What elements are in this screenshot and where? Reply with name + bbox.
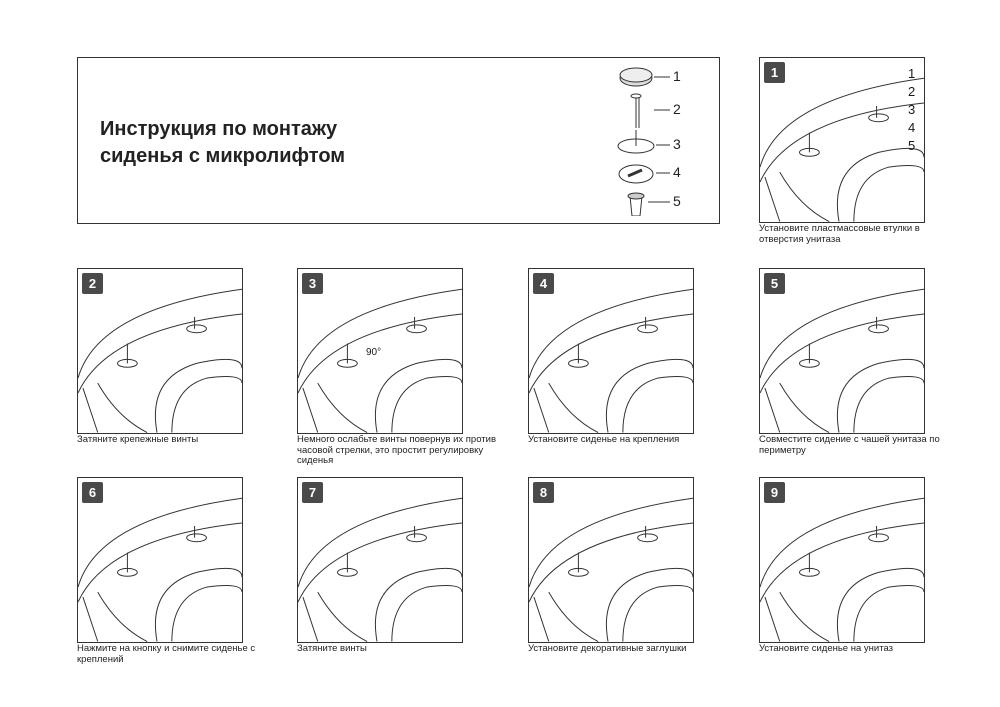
toilet-illustration (760, 77, 924, 222)
step-number-badge: 7 (302, 482, 323, 503)
step-number-badge: 3 (302, 273, 323, 294)
step-caption: Немного ослабьте винты повернув их проти… (297, 434, 496, 466)
step-number-badge: 6 (82, 482, 103, 503)
step-caption: Затяните крепежные винты (77, 434, 199, 445)
step-panel-7: 7 (297, 477, 463, 643)
step-panel-1: 1 1 2 3 4 5 (759, 57, 925, 223)
toilet-illustration (78, 288, 242, 433)
step-number-badge: 4 (533, 273, 554, 294)
part-label-2: 2 (673, 101, 681, 117)
toilet-illustration (529, 497, 693, 642)
parts-diagram (608, 66, 718, 217)
part-label: 4 (908, 120, 916, 135)
step-number-badge: 2 (82, 273, 103, 294)
step-panel-9: 9 (759, 477, 925, 643)
page-title: Инструкция по монтажу сиденья с микролиф… (100, 116, 345, 170)
part-label: 2 (908, 84, 916, 99)
header-panel: Инструкция по монтажу сиденья с микролиф… (77, 57, 720, 224)
step-panel-2: 2 (77, 268, 243, 434)
part-label-5: 5 (673, 193, 681, 209)
step-panel-4: 4 (528, 268, 694, 434)
part-label-1: 1 (673, 68, 681, 84)
step-number-badge: 9 (764, 482, 785, 503)
step-caption: Установите пластмассовые втулки в отверс… (759, 223, 920, 245)
toilet-illustration (298, 288, 462, 433)
toilet-illustration (78, 497, 242, 642)
parts-illustration (617, 67, 670, 217)
step-panel-5: 5 (759, 268, 925, 434)
step-caption: Затяните винты (297, 643, 367, 654)
toilet-illustration (760, 288, 924, 433)
step-number-badge: 5 (764, 273, 785, 294)
title-line-1: Инструкция по монтажу (100, 118, 338, 140)
step-panel-6: 6 (77, 477, 243, 643)
step-caption: Установите сиденье на крепления (528, 434, 680, 445)
step-number-badge: 8 (533, 482, 554, 503)
part-label-3: 3 (673, 136, 681, 152)
step-caption: Совместите сидение с чашей унитаза по пе… (759, 434, 940, 456)
part-label: 3 (908, 102, 916, 117)
step-caption: Установите сиденье на унитаз (759, 643, 893, 654)
angle-label: 90° (366, 347, 382, 358)
part-label: 1 (908, 66, 916, 81)
step-caption: Нажмите на кнопку и снимите сиденье с кр… (77, 643, 256, 665)
step-caption: Установите декоративные заглушки (528, 643, 687, 654)
part-label-4: 4 (673, 164, 681, 180)
toilet-illustration (760, 497, 924, 642)
toilet-illustration (298, 497, 462, 642)
part-label: 5 (908, 138, 916, 153)
step-panel-8: 8 (528, 477, 694, 643)
step-panel-3: 3 90° (297, 268, 463, 434)
step-number-badge: 1 (764, 62, 785, 83)
toilet-illustration (529, 288, 693, 433)
title-line-2: сиденья с микролифтом (100, 145, 346, 167)
